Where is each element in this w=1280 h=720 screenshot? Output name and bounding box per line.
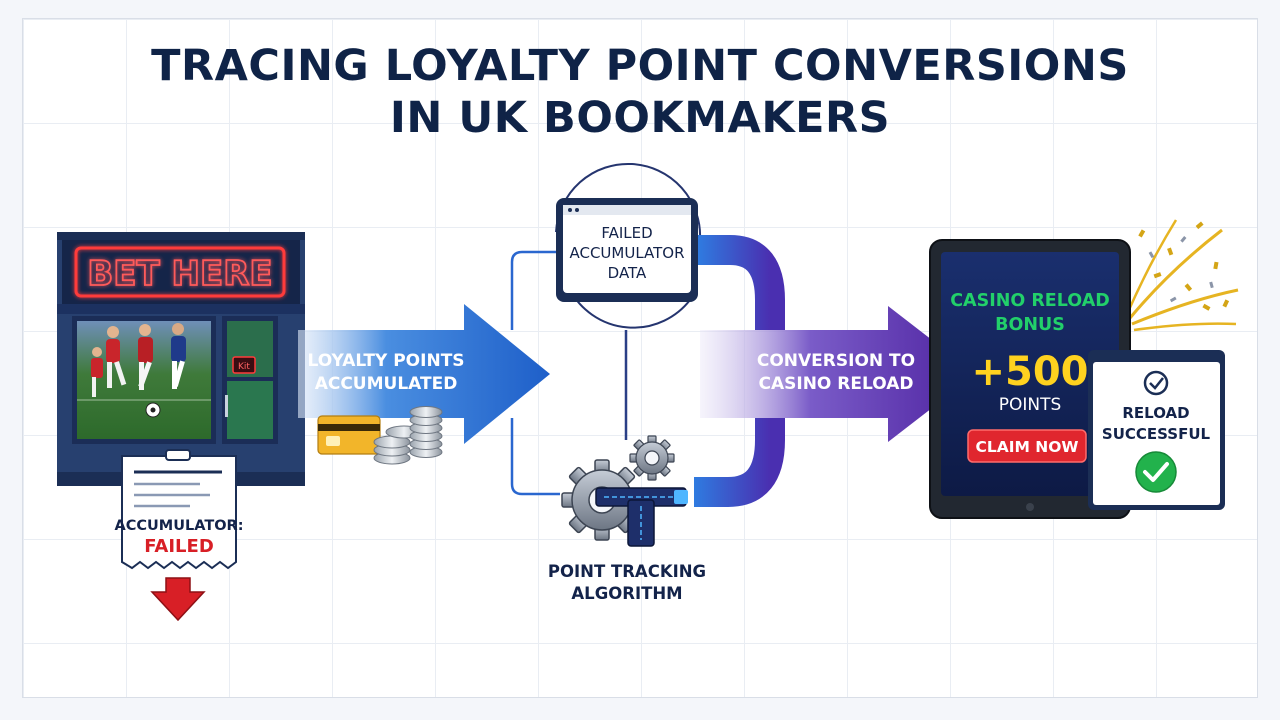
football-icon xyxy=(145,402,161,418)
window-dot-icon xyxy=(568,208,572,212)
upper-flow-pipe xyxy=(698,235,785,330)
receipt-clip xyxy=(165,449,191,461)
door-badge-text: Kit xyxy=(238,362,250,372)
monitor-text-line2: ACCUMULATOR xyxy=(569,244,684,262)
receipt-status: FAILED xyxy=(144,536,214,557)
bonus-unit: POINTS xyxy=(999,395,1062,415)
door-lower-glass xyxy=(227,381,273,439)
loyalty-points-arrow xyxy=(298,304,550,444)
small-gear-icon xyxy=(629,435,675,481)
arrow2-label-line2: CASINO RELOAD xyxy=(759,374,914,394)
arrow1-label-line2: ACCUMULATED xyxy=(315,374,458,394)
connector-lines xyxy=(510,250,628,496)
betting-shop: BET HERE xyxy=(57,232,305,486)
arrow2-label-line1: CONVERSION TO xyxy=(757,351,915,371)
coin-stack-icon xyxy=(373,406,443,465)
monitor-screen xyxy=(563,205,691,293)
monitor-text-line3: DATA xyxy=(608,264,647,282)
claim-now-button[interactable]: CLAIM NOW xyxy=(967,429,1087,463)
bonus-title-line1: CASINO RELOAD xyxy=(950,291,1110,311)
door-badge xyxy=(232,356,256,374)
algorithm-label-line2: ALGORITHM xyxy=(571,584,682,603)
lower-flow-pipe xyxy=(694,418,785,507)
monitor-text-line1: FAILED xyxy=(601,224,652,242)
football-players-icon xyxy=(91,323,186,397)
accumulator-receipt: ACCUMULATOR: FAILED xyxy=(115,449,244,570)
success-check-icon xyxy=(1135,451,1177,493)
success-check-mark xyxy=(1143,462,1169,482)
monitor-halo xyxy=(569,289,691,329)
claim-now-label: CLAIM NOW xyxy=(975,438,1078,456)
title-line-2: IN UK BOOKMAKERS xyxy=(389,93,891,143)
tablet-home-button xyxy=(1026,503,1034,511)
door-handle xyxy=(225,395,228,417)
neon-sign-frame xyxy=(74,246,286,298)
confetti-burst-icon xyxy=(1126,219,1239,332)
success-card-body xyxy=(1093,362,1220,505)
window-dot-icon xyxy=(575,208,579,212)
title-line-1: TRACING LOYALTY POINT CONVERSIONS xyxy=(151,41,1129,91)
monitor-titlebar xyxy=(563,205,691,215)
shop-roof xyxy=(57,232,305,240)
credit-card-icon xyxy=(317,415,381,455)
algorithm-label-line1: POINT TRACKING xyxy=(548,562,706,581)
conversion-arrow xyxy=(700,306,976,442)
circuit-chip-icon xyxy=(595,487,688,547)
shop-ledge xyxy=(57,304,305,314)
bonus-title-line2: BONUS xyxy=(995,315,1065,335)
failed-data-monitor: FAILED ACCUMULATOR DATA xyxy=(556,198,698,302)
check-outline-icon xyxy=(1143,370,1169,396)
sign-board xyxy=(62,240,300,304)
success-line2: SUCCESSFUL xyxy=(1102,425,1211,443)
down-arrow-icon xyxy=(150,577,206,622)
receipt-label: ACCUMULATOR: xyxy=(115,518,244,534)
bonus-amount: +500 xyxy=(971,349,1088,395)
neon-sign-text: BET HERE xyxy=(87,254,272,294)
reload-success-card: RELOAD SUCCESSFUL xyxy=(1088,350,1225,510)
page-title: TRACING LOYALTY POINT CONVERSIONS IN UK … xyxy=(0,40,1280,144)
check-mark xyxy=(1149,377,1164,390)
success-line1: RELOAD xyxy=(1122,404,1189,422)
arrow1-label-line1: LOYALTY POINTS xyxy=(307,351,464,371)
